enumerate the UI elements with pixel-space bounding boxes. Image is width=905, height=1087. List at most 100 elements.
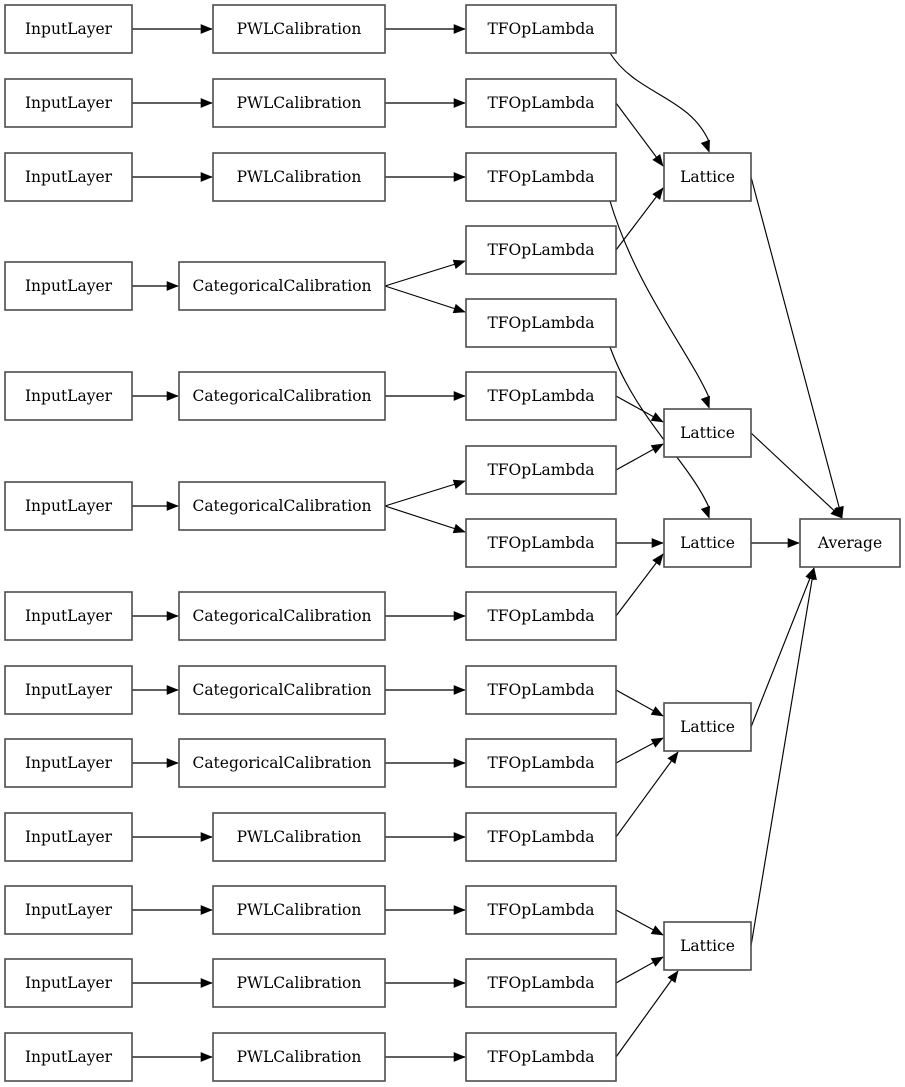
node-box[interactable]	[178, 371, 386, 421]
node-box[interactable]	[4, 738, 133, 788]
node-box[interactable]	[663, 518, 752, 568]
node-lattice-lat3[interactable]: Lattice	[663, 518, 752, 568]
node-tfop-lambda-lam5[interactable]: TFOpLambda	[465, 298, 617, 348]
node-tfop-lambda-lam4[interactable]: TFOpLambda	[465, 225, 617, 275]
node-box[interactable]	[4, 665, 133, 715]
edge-lam7-to-lat2	[615, 443, 664, 471]
node-box[interactable]	[465, 518, 617, 568]
node-box[interactable]	[4, 78, 133, 128]
node-box[interactable]	[663, 921, 752, 971]
node-box[interactable]	[4, 1032, 133, 1082]
node-tfop-lambda-lam7[interactable]: TFOpLambda	[465, 445, 617, 495]
node-box[interactable]	[465, 738, 617, 788]
node-lattice-lat2[interactable]: Lattice	[663, 408, 752, 458]
node-box[interactable]	[212, 885, 386, 935]
node-tfop-lambda-lam6[interactable]: TFOpLambda	[465, 371, 617, 421]
node-input-layer-in5[interactable]: InputLayer	[4, 371, 133, 421]
node-box[interactable]	[178, 261, 386, 311]
node-input-layer-in3[interactable]: InputLayer	[4, 152, 133, 202]
node-tfop-lambda-lam3[interactable]: TFOpLambda	[465, 152, 617, 202]
node-input-layer-in8[interactable]: InputLayer	[4, 665, 133, 715]
node-pwlcalibration-cal12[interactable]: PWLCalibration	[212, 958, 386, 1008]
node-box[interactable]	[465, 78, 617, 128]
node-lattice-lat1[interactable]: Lattice	[663, 152, 752, 202]
arrowhead-icon	[650, 737, 664, 748]
node-box[interactable]	[4, 4, 133, 54]
node-tfop-lambda-lam9[interactable]: TFOpLambda	[465, 591, 617, 641]
node-box[interactable]	[212, 812, 386, 862]
node-categorical-calibration-cal6[interactable]: CategoricalCalibration	[178, 481, 386, 531]
node-input-layer-in10[interactable]: InputLayer	[4, 812, 133, 862]
node-box[interactable]	[465, 4, 617, 54]
node-categorical-calibration-cal5[interactable]: CategoricalCalibration	[178, 371, 386, 421]
edge-lam15-to-lat5	[615, 970, 679, 1058]
node-box[interactable]	[465, 225, 617, 275]
node-average-avg[interactable]: Average	[799, 518, 901, 568]
node-tfop-lambda-lam10[interactable]: TFOpLambda	[465, 665, 617, 715]
node-box[interactable]	[4, 371, 133, 421]
node-box[interactable]	[465, 958, 617, 1008]
node-box[interactable]	[4, 958, 133, 1008]
node-input-layer-in6[interactable]: InputLayer	[4, 481, 133, 531]
node-input-layer-in9[interactable]: InputLayer	[4, 738, 133, 788]
node-box[interactable]	[4, 481, 133, 531]
node-box[interactable]	[465, 885, 617, 935]
node-box[interactable]	[4, 591, 133, 641]
node-input-layer-in11[interactable]: InputLayer	[4, 885, 133, 935]
node-input-layer-in1[interactable]: InputLayer	[4, 4, 133, 54]
node-pwlcalibration-cal13[interactable]: PWLCalibration	[212, 1032, 386, 1082]
node-box[interactable]	[465, 591, 617, 641]
node-tfop-lambda-lam11[interactable]: TFOpLambda	[465, 738, 617, 788]
node-categorical-calibration-cal4[interactable]: CategoricalCalibration	[178, 261, 386, 311]
node-input-layer-in12[interactable]: InputLayer	[4, 958, 133, 1008]
node-box[interactable]	[4, 152, 133, 202]
edge-in1-to-cal1	[132, 24, 213, 34]
node-tfop-lambda-lam14[interactable]: TFOpLambda	[465, 958, 617, 1008]
node-tfop-lambda-lam15[interactable]: TFOpLambda	[465, 1032, 617, 1082]
node-box[interactable]	[178, 738, 386, 788]
node-box[interactable]	[465, 371, 617, 421]
node-box[interactable]	[212, 152, 386, 202]
node-categorical-calibration-cal8[interactable]: CategoricalCalibration	[178, 665, 386, 715]
node-box[interactable]	[465, 152, 617, 202]
node-pwlcalibration-cal11[interactable]: PWLCalibration	[212, 885, 386, 935]
node-tfop-lambda-lam2[interactable]: TFOpLambda	[465, 78, 617, 128]
node-lattice-lat5[interactable]: Lattice	[663, 921, 752, 971]
node-input-layer-in7[interactable]: InputLayer	[4, 591, 133, 641]
node-input-layer-in2[interactable]: InputLayer	[4, 78, 133, 128]
node-box[interactable]	[799, 518, 901, 568]
node-box[interactable]	[178, 481, 386, 531]
node-box[interactable]	[178, 665, 386, 715]
node-box[interactable]	[465, 445, 617, 495]
node-categorical-calibration-cal7[interactable]: CategoricalCalibration	[178, 591, 386, 641]
node-tfop-lambda-lam8[interactable]: TFOpLambda	[465, 518, 617, 568]
node-pwlcalibration-cal10[interactable]: PWLCalibration	[212, 812, 386, 862]
node-box[interactable]	[212, 78, 386, 128]
node-input-layer-in4[interactable]: InputLayer	[4, 261, 133, 311]
node-box[interactable]	[212, 4, 386, 54]
edge-in10-to-cal10	[132, 832, 213, 842]
node-box[interactable]	[465, 1032, 617, 1082]
node-box[interactable]	[4, 261, 133, 311]
node-tfop-lambda-lam1[interactable]: TFOpLambda	[465, 4, 617, 54]
node-box[interactable]	[4, 885, 133, 935]
node-tfop-lambda-lam12[interactable]: TFOpLambda	[465, 812, 617, 862]
node-box[interactable]	[465, 665, 617, 715]
node-box[interactable]	[4, 812, 133, 862]
node-input-layer-in13[interactable]: InputLayer	[4, 1032, 133, 1082]
node-box[interactable]	[178, 591, 386, 641]
node-box[interactable]	[663, 408, 752, 458]
node-pwlcalibration-cal3[interactable]: PWLCalibration	[212, 152, 386, 202]
node-box[interactable]	[663, 152, 752, 202]
node-pwlcalibration-cal1[interactable]: PWLCalibration	[212, 4, 386, 54]
node-box[interactable]	[465, 298, 617, 348]
node-box[interactable]	[465, 812, 617, 862]
edge-lam9-to-lat3	[615, 553, 664, 617]
node-pwlcalibration-cal2[interactable]: PWLCalibration	[212, 78, 386, 128]
node-tfop-lambda-lam13[interactable]: TFOpLambda	[465, 885, 617, 935]
node-lattice-lat4[interactable]: Lattice	[663, 702, 752, 752]
node-categorical-calibration-cal9[interactable]: CategoricalCalibration	[178, 738, 386, 788]
node-box[interactable]	[663, 702, 752, 752]
node-box[interactable]	[212, 1032, 386, 1082]
node-box[interactable]	[212, 958, 386, 1008]
